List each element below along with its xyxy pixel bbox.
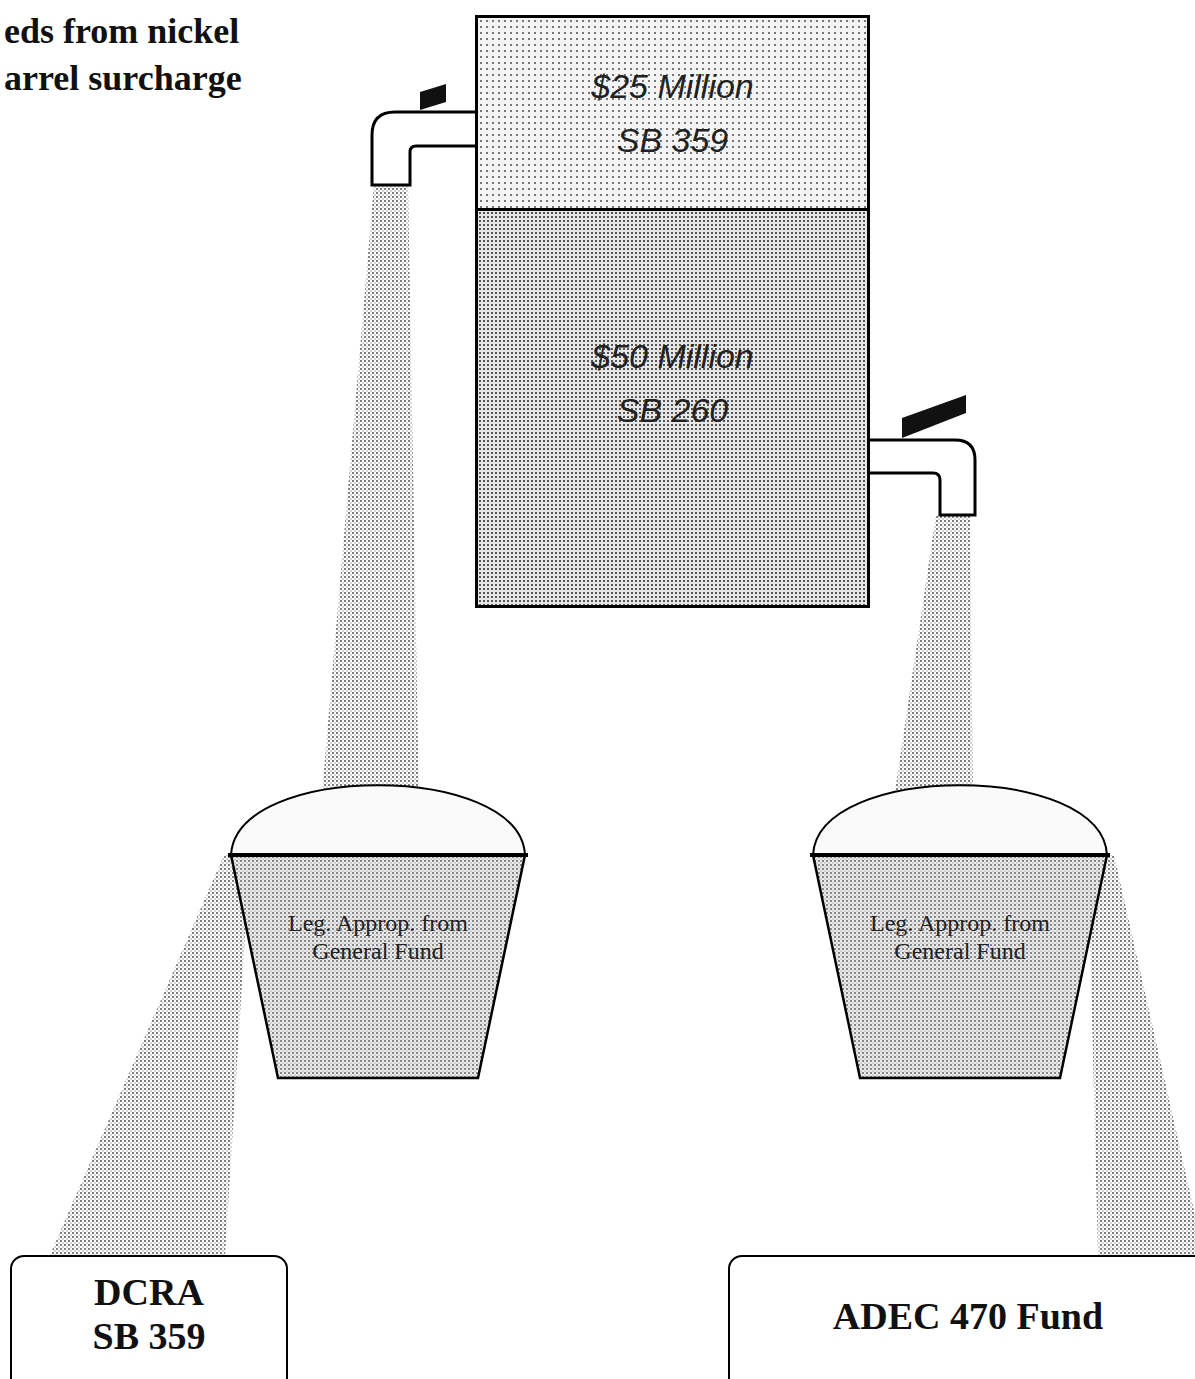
tank-section: $50 MillionSB 260 [475, 208, 870, 608]
money-stream [893, 515, 973, 805]
box-label: SB 359 [93, 1315, 206, 1359]
bucket: Leg. Approp. from General Fund [228, 760, 528, 1080]
money-stream [1088, 855, 1195, 1255]
tank-section: $25 MillionSB 359 [475, 15, 870, 211]
source-note: eds from nickel arrel surcharge [4, 8, 304, 102]
bucket-label: Leg. Approp. from General Fund [870, 910, 1050, 965]
money-stream [50, 855, 250, 1255]
bucket: Leg. Approp. from General Fund [810, 760, 1110, 1080]
fund-label: $50 Million [591, 329, 754, 383]
recipient-box: DCRASB 359 [10, 1255, 288, 1379]
box-label: ADEC 470 Fund [833, 1295, 1103, 1339]
fund-label: SB 260 [617, 383, 729, 437]
faucet-pipe [372, 112, 476, 185]
bucket-label: Leg. Approp. from General Fund [288, 910, 468, 965]
fund-label: $25 Million [591, 59, 754, 113]
faucet-handle [420, 84, 446, 110]
fund-label: SB 359 [617, 113, 729, 167]
box-label: DCRA [94, 1271, 204, 1315]
faucet-pipe [869, 440, 975, 515]
money-stream [321, 185, 419, 805]
faucet-handle [902, 395, 966, 438]
recipient-box: ADEC 470 Fund [728, 1255, 1195, 1379]
